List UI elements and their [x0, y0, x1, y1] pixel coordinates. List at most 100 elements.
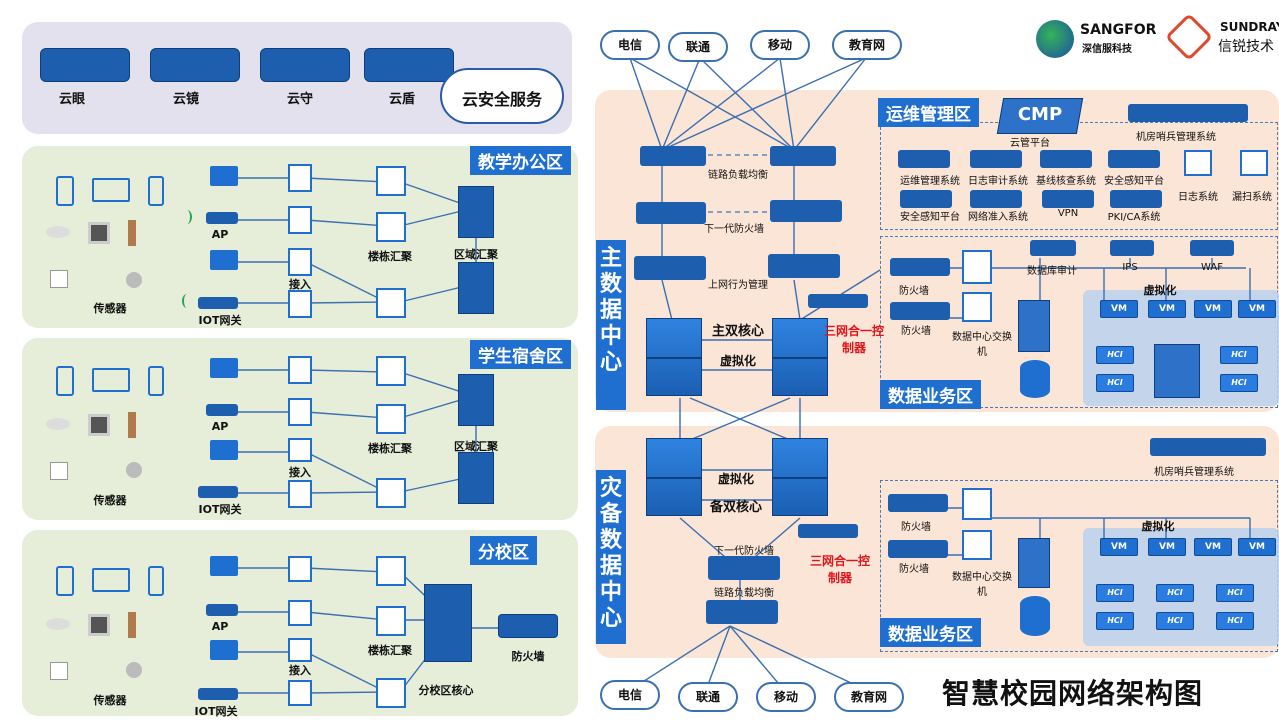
backup-lb-label: 链路负载均衡: [714, 588, 774, 599]
cloud-device-yunshou: [260, 48, 350, 82]
ap-icon: [206, 212, 238, 224]
panel-icon: [88, 414, 110, 436]
iot-gateway-icon: [198, 688, 238, 700]
access-label: 接入: [289, 664, 311, 677]
isp-bottom-mobile: 移动: [756, 682, 816, 712]
main-ac-label: 上网行为管理: [708, 280, 768, 291]
hci-box: HCI: [1216, 584, 1254, 602]
thermostat-icon: [126, 272, 142, 288]
database-icon: [1020, 360, 1050, 398]
building-agg-label: 楼栋汇聚: [368, 250, 412, 263]
hci-box: HCI: [1096, 612, 1134, 630]
scan-system-icon: [1240, 150, 1268, 176]
sensor-label: 传感器: [93, 694, 127, 707]
ops-zone-title: 运维管理区: [878, 98, 979, 127]
backup-ngfw-label: 下一代防火墙: [714, 546, 774, 557]
main-controller-icon: [808, 294, 868, 308]
ips-label: IPS: [1122, 262, 1138, 273]
desktop-icon: [210, 250, 238, 270]
backup-dc-title-text: 灾备数据中心: [599, 476, 622, 631]
phone-icon: [148, 566, 164, 596]
access-label: 接入: [289, 278, 311, 291]
panel-icon: [88, 614, 110, 636]
log-system-label: 日志系统: [1178, 192, 1218, 203]
ops-system-label: 基线核查系统: [1036, 176, 1096, 187]
ops-appliance-icon: [970, 150, 1022, 168]
zone-label-dorm: 学生宿舍区: [470, 340, 571, 369]
main-ac-right-icon: [768, 254, 840, 278]
thermostat-icon: [126, 662, 142, 678]
biz-firewall-icon: [888, 494, 948, 512]
laptop-icon: [92, 368, 130, 392]
door-lock-icon: [128, 412, 136, 438]
server-icon: [1018, 538, 1050, 588]
sundray-logo-icon: [1164, 12, 1214, 62]
smoke-detector-icon: [46, 418, 70, 430]
isp-bottom-edu: 教育网: [834, 682, 904, 712]
main-core-left-icon: [646, 318, 702, 396]
hci-box: HCI: [1096, 584, 1134, 602]
dc-switch-label: 数据中心交换机: [952, 332, 1012, 358]
access-switch-icon: [288, 556, 312, 582]
isp-top-mobile: 移动: [750, 30, 810, 60]
access-switch-icon: [288, 438, 312, 462]
isp-bottom-telecom: 电信: [600, 680, 660, 710]
waf-label: WAF: [1201, 262, 1223, 273]
cloud-device-yunyan: [40, 48, 130, 82]
ops-appliance-icon: [970, 190, 1022, 208]
access-switch-icon: [288, 290, 312, 318]
access-switch-icon: [288, 248, 312, 276]
building-agg-label: 楼栋汇聚: [368, 442, 412, 455]
hci-box: HCI: [1156, 584, 1194, 602]
cloud-item-yunyan: 云眼: [58, 92, 86, 107]
ap-icon: [206, 404, 238, 416]
backup-core-label: 备双核心: [709, 500, 763, 515]
smoke-detector-icon: [46, 618, 70, 630]
cmp-label: 云管平台: [1010, 138, 1050, 149]
cloud-item-yunshou: 云守: [286, 92, 314, 107]
main-ngfw-right-icon: [770, 200, 842, 222]
iot-gateway-label: IOT网关: [194, 705, 238, 718]
building-agg-switch-icon: [376, 288, 406, 318]
laptop-icon: [92, 178, 130, 202]
ops-appliance-icon: [1040, 150, 1092, 168]
biz-zone-title: 数据业务区: [880, 380, 981, 409]
ops-zone-border: [880, 122, 1278, 230]
hci-box: HCI: [1216, 612, 1254, 630]
access-switch-icon: [288, 600, 312, 626]
biz-firewall-label: 防火墙: [901, 326, 931, 337]
hci-box: HCI: [1220, 374, 1258, 392]
dc-switch-icon: [962, 292, 992, 322]
backup-virt-label: 虚拟化: [717, 472, 755, 486]
sangfor-logo-icon: [1036, 20, 1074, 58]
desktop-icon: [210, 440, 238, 460]
sangfor-brand-cn: 深信服科技: [1082, 44, 1132, 55]
ops-system-label: 日志审计系统: [968, 176, 1028, 187]
cloud-item-yunjing: 云镜: [172, 92, 200, 107]
panel-icon: [88, 222, 110, 244]
cloud-device-yundun: [364, 48, 454, 82]
door-lock-icon: [128, 612, 136, 638]
backup-dc-title: 灾备数据中心: [596, 470, 626, 644]
desktop-icon: [210, 640, 238, 660]
phone-icon: [56, 176, 74, 206]
db-audit-label: 数据库审计: [1027, 266, 1077, 277]
ops-appliance-icon: [1108, 150, 1160, 168]
smoke-detector-icon: [46, 226, 70, 238]
biz-firewall-label: 防火墙: [901, 522, 931, 533]
desktop-icon: [210, 358, 238, 378]
cloud-security-badge: [440, 68, 564, 124]
backup-biz-zone-title: 数据业务区: [880, 618, 981, 647]
outlet-icon: [50, 662, 68, 680]
scan-system-label: 漏扫系统: [1232, 192, 1272, 203]
phone-icon: [56, 566, 74, 596]
virt-label: 虚拟化: [1141, 520, 1175, 533]
branch-core-switch-icon: [424, 584, 472, 662]
access-switch-icon: [288, 398, 312, 426]
phone-icon: [148, 176, 164, 206]
isp-bottom-unicom: 联通: [678, 682, 738, 712]
building-agg-switch-icon: [376, 606, 406, 636]
ops-system-label: 运维管理系统: [900, 176, 960, 187]
isp-top-edu: 教育网: [832, 30, 902, 60]
ap-label: AP: [211, 620, 229, 633]
